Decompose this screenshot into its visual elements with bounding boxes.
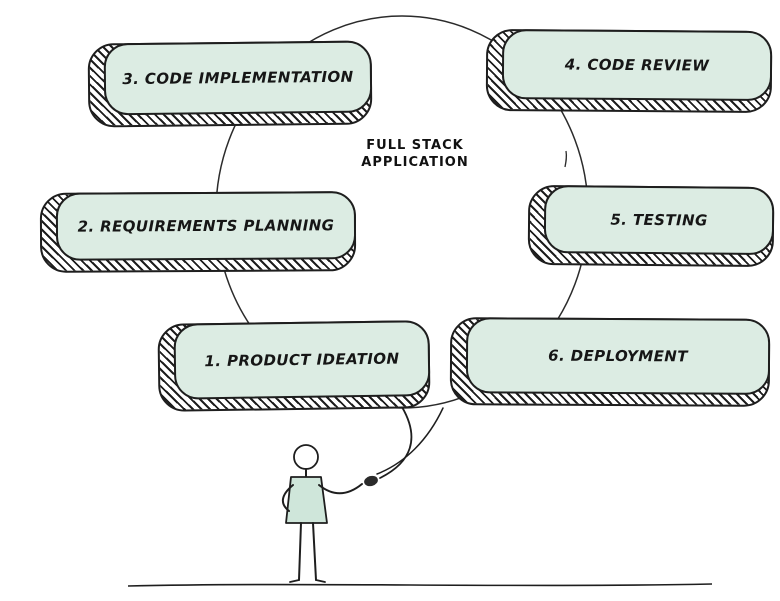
- person-arm-right: [318, 483, 363, 495]
- diagram-title-line1: FULL STACK: [366, 138, 464, 153]
- step-box-face: 6. DEPLOYMENT: [465, 317, 771, 395]
- step-box-requirements-planning: 2. REQUIREMENTS PLANNING: [39, 191, 357, 273]
- person-vest: [285, 476, 328, 524]
- step-label: 4. CODE REVIEW: [564, 55, 710, 75]
- person-figure: [282, 444, 363, 583]
- step-box-face: 3. CODE IMPLEMENTATION: [103, 40, 373, 116]
- step-box-deployment: 6. DEPLOYMENT: [449, 317, 771, 407]
- step-label: 2. REQUIREMENTS PLANNING: [77, 216, 335, 236]
- step-box-code-review: 4. CODE REVIEW: [485, 29, 773, 113]
- step-label: 6. DEPLOYMENT: [548, 346, 688, 366]
- person-arm-left: [282, 484, 294, 512]
- step-box-code-implementation: 3. CODE IMPLEMENTATION: [87, 40, 373, 128]
- diagram-title-line2: APPLICATION: [361, 155, 469, 170]
- step-box-face: 1. PRODUCT IDEATION: [173, 320, 431, 400]
- person-leg-left: [298, 522, 302, 581]
- diagram-title: FULL STACK APPLICATION: [330, 137, 500, 171]
- string-knot: [364, 475, 378, 487]
- step-box-face: 5. TESTING: [543, 185, 775, 256]
- step-label: 5. TESTING: [610, 210, 708, 230]
- ground-line: [127, 583, 713, 587]
- step-box-product-ideation: 1. PRODUCT IDEATION: [157, 320, 431, 412]
- sketch-mark: [564, 150, 568, 168]
- balloon-string: [379, 406, 413, 479]
- step-label: 3. CODE IMPLEMENTATION: [122, 67, 354, 89]
- step-box-face: 2. REQUIREMENTS PLANNING: [55, 191, 357, 261]
- step-box-face: 4. CODE REVIEW: [501, 29, 773, 101]
- step-box-testing: 5. TESTING: [527, 184, 775, 268]
- person-head: [293, 444, 319, 470]
- balloon-string-loop: [376, 407, 444, 475]
- person-leg-right: [312, 522, 317, 581]
- step-label: 1. PRODUCT IDEATION: [204, 349, 400, 371]
- person-feet: [289, 579, 326, 583]
